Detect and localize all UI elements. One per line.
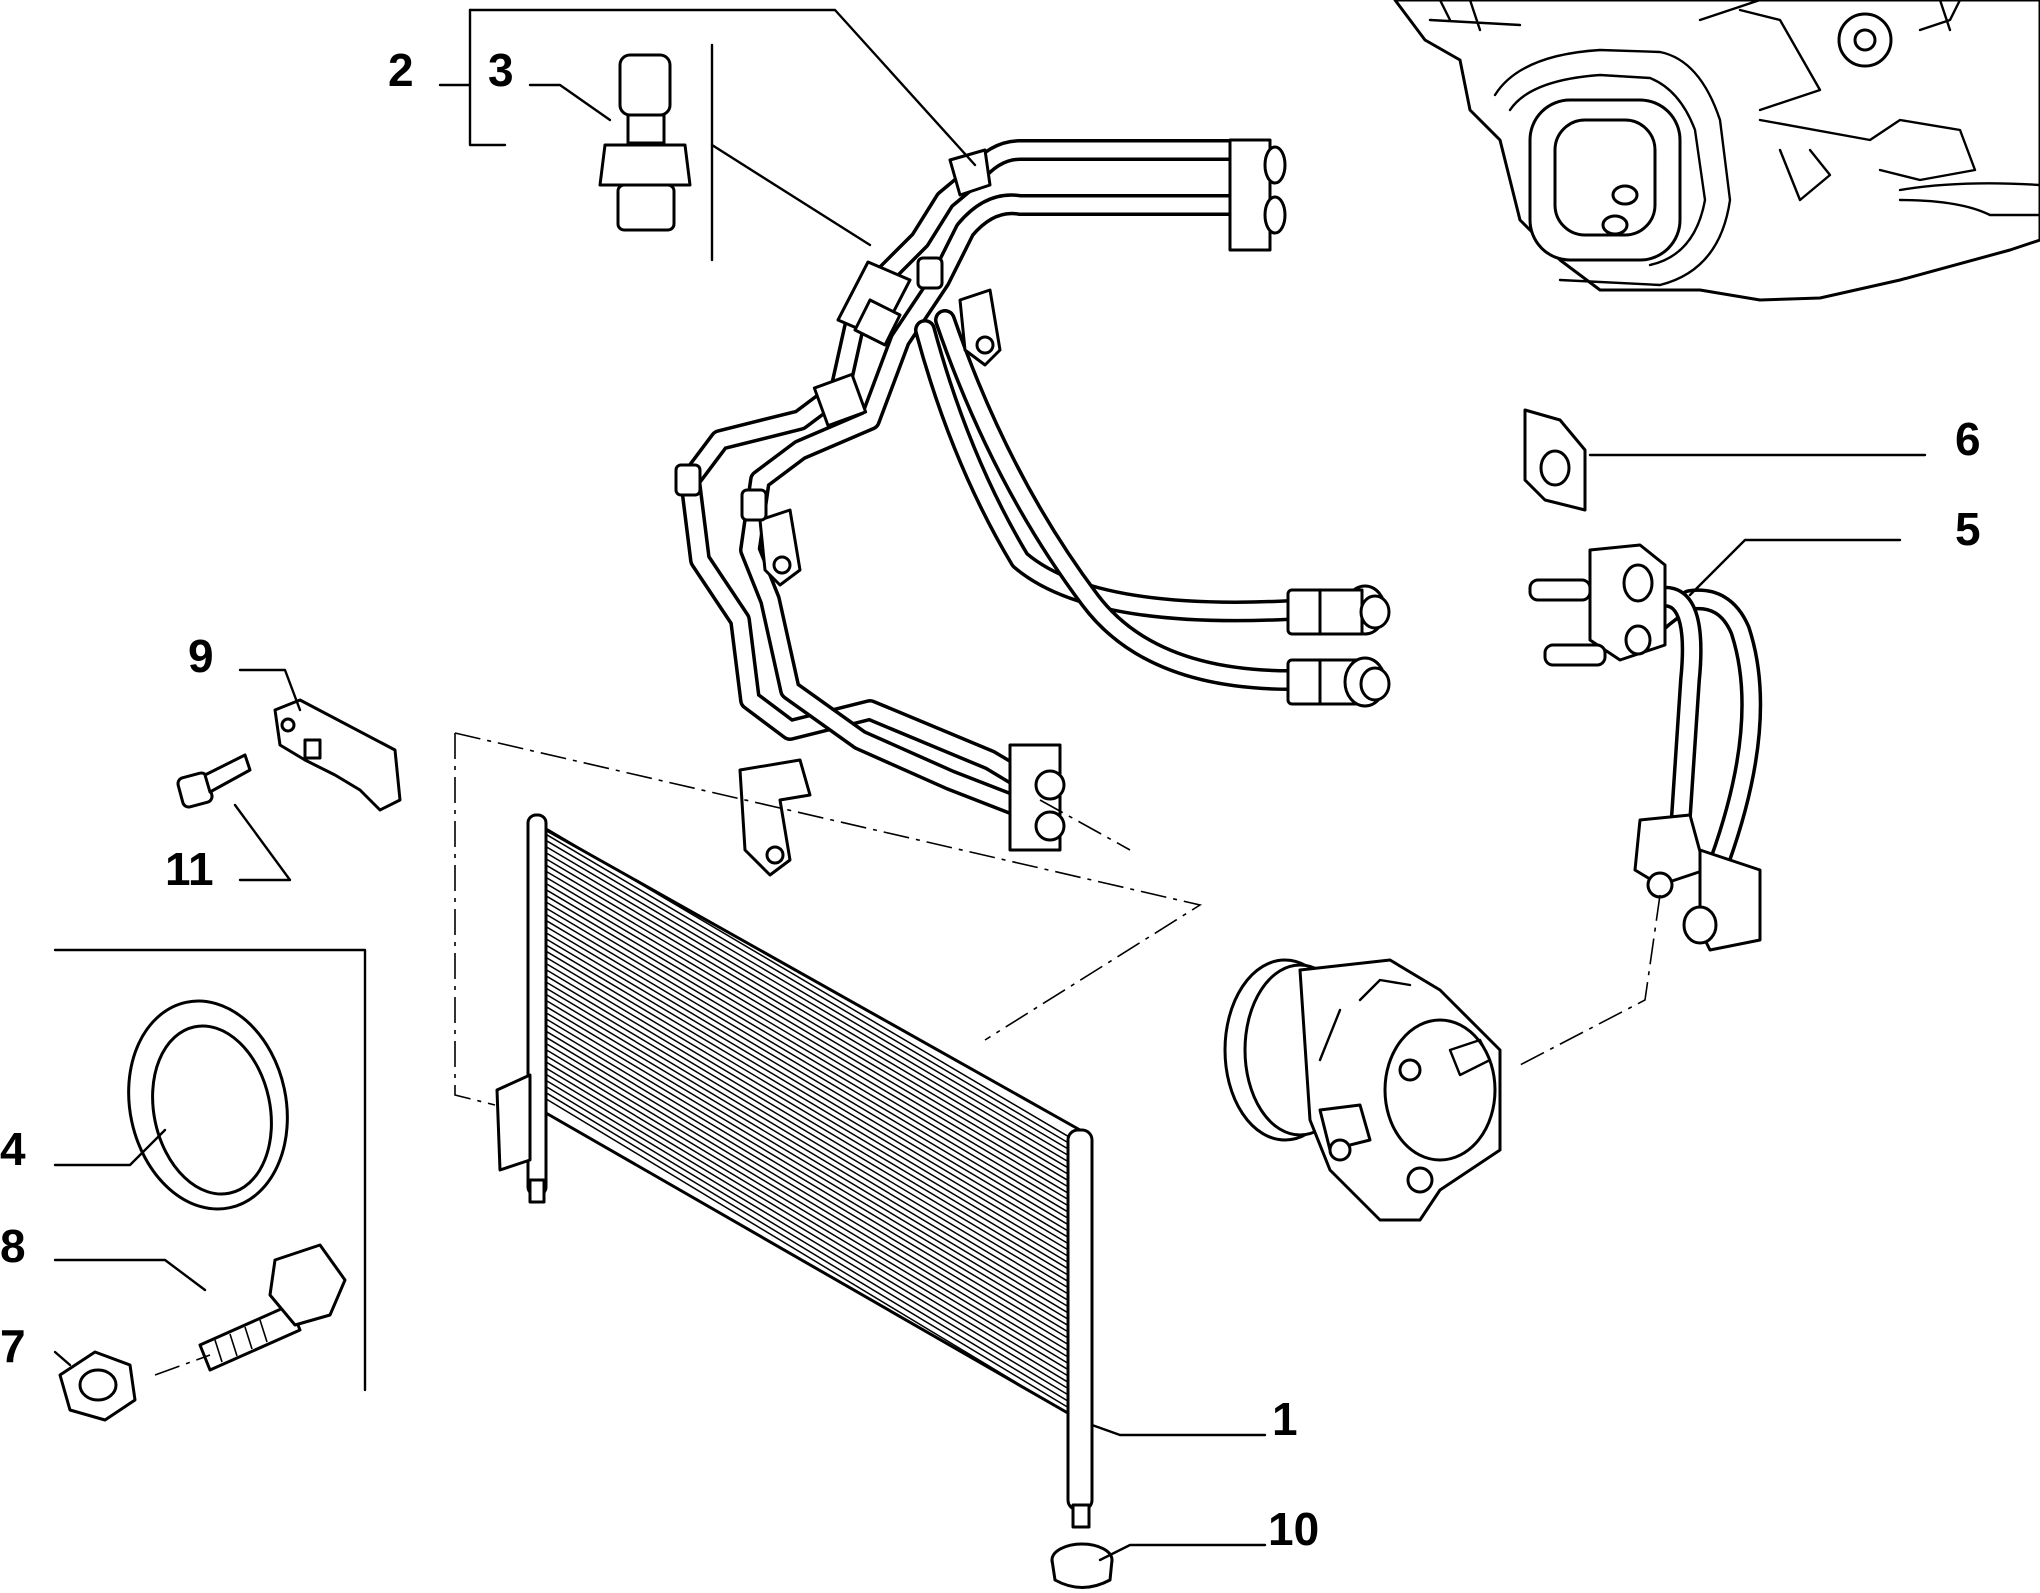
condenser-fin [545,932,1069,1245]
condenser-fin [545,1067,1069,1383]
condenser-fin [545,944,1069,1257]
condenser-fin [545,956,1069,1270]
condenser-fin [545,981,1069,1295]
condenser-fin [545,876,1069,1188]
condenser-fin [545,993,1069,1308]
condenser-fin [545,901,1069,1213]
bolt-m6 [176,753,252,809]
condenser-fin [545,1098,1069,1415]
callout-1: 1 [1272,1393,1298,1445]
condenser-fin [545,975,1069,1289]
hose-assembly [674,138,1391,877]
condenser-fin [545,833,1069,1144]
mounting-bolt [198,1243,347,1372]
phantom-lines [154,732,1661,1376]
callout-8: 8 [0,1220,26,1272]
condenser-fin [545,1036,1069,1352]
callout-6: 6 [1955,413,1981,465]
condenser-fin [545,882,1069,1194]
condenser-fin [545,889,1069,1200]
condenser-fin [545,938,1069,1251]
grommet [1050,1542,1114,1589]
condenser-fin [545,1012,1069,1327]
condenser-fin [545,1073,1069,1390]
condenser-fin [545,1092,1069,1409]
condenser-fin [545,962,1069,1276]
hex-nut [58,1350,137,1422]
callout-9: 9 [188,630,214,682]
condenser-fin [545,839,1069,1150]
callout-11: 11 [165,843,214,895]
condenser-fin [545,1061,1069,1377]
condenser-fin [545,845,1069,1156]
condenser-fin [545,913,1069,1226]
condenser-fin [545,1024,1069,1339]
callout-4: 4 [0,1123,26,1175]
condenser-fin [545,1055,1069,1371]
hvac-unit [1393,0,2040,302]
condenser-fin [545,1042,1069,1358]
bracket [273,698,402,812]
condenser-fin [545,1018,1069,1333]
condenser-fin [545,852,1069,1163]
pressure-switch [598,53,692,232]
callout-7: 7 [0,1320,26,1372]
condenser-fin [545,870,1069,1182]
callout-labels: 1 2 3 4 5 6 7 8 9 10 11 [0,44,1981,1555]
condenser [495,813,1094,1529]
condenser-fin [545,1005,1069,1320]
condenser-fin [545,858,1069,1169]
callout-5: 5 [1955,503,1981,555]
condenser-fin [545,969,1069,1282]
condenser-fin [545,895,1069,1207]
condenser-fin [545,987,1069,1301]
clip-nut [1523,408,1587,512]
compressor [1223,958,1502,1222]
callout-3: 3 [488,44,514,96]
condenser-fin [545,925,1069,1238]
callout-2: 2 [388,44,414,96]
condenser-fin [545,1030,1069,1345]
condenser-fin [545,1085,1069,1402]
condenser-fin [545,1048,1069,1364]
leader-lines [53,8,1927,1562]
condenser-fin [545,864,1069,1175]
seal-ring [127,999,289,1211]
discharge-pipe [1528,543,1763,952]
callout-10: 10 [1268,1503,1319,1555]
condenser-fin [545,950,1069,1264]
condenser-fin [545,907,1069,1219]
condenser-fin [545,1079,1069,1396]
condenser-fin [545,999,1069,1314]
condenser-fin [545,827,1069,1137]
condenser-fin [545,919,1069,1232]
